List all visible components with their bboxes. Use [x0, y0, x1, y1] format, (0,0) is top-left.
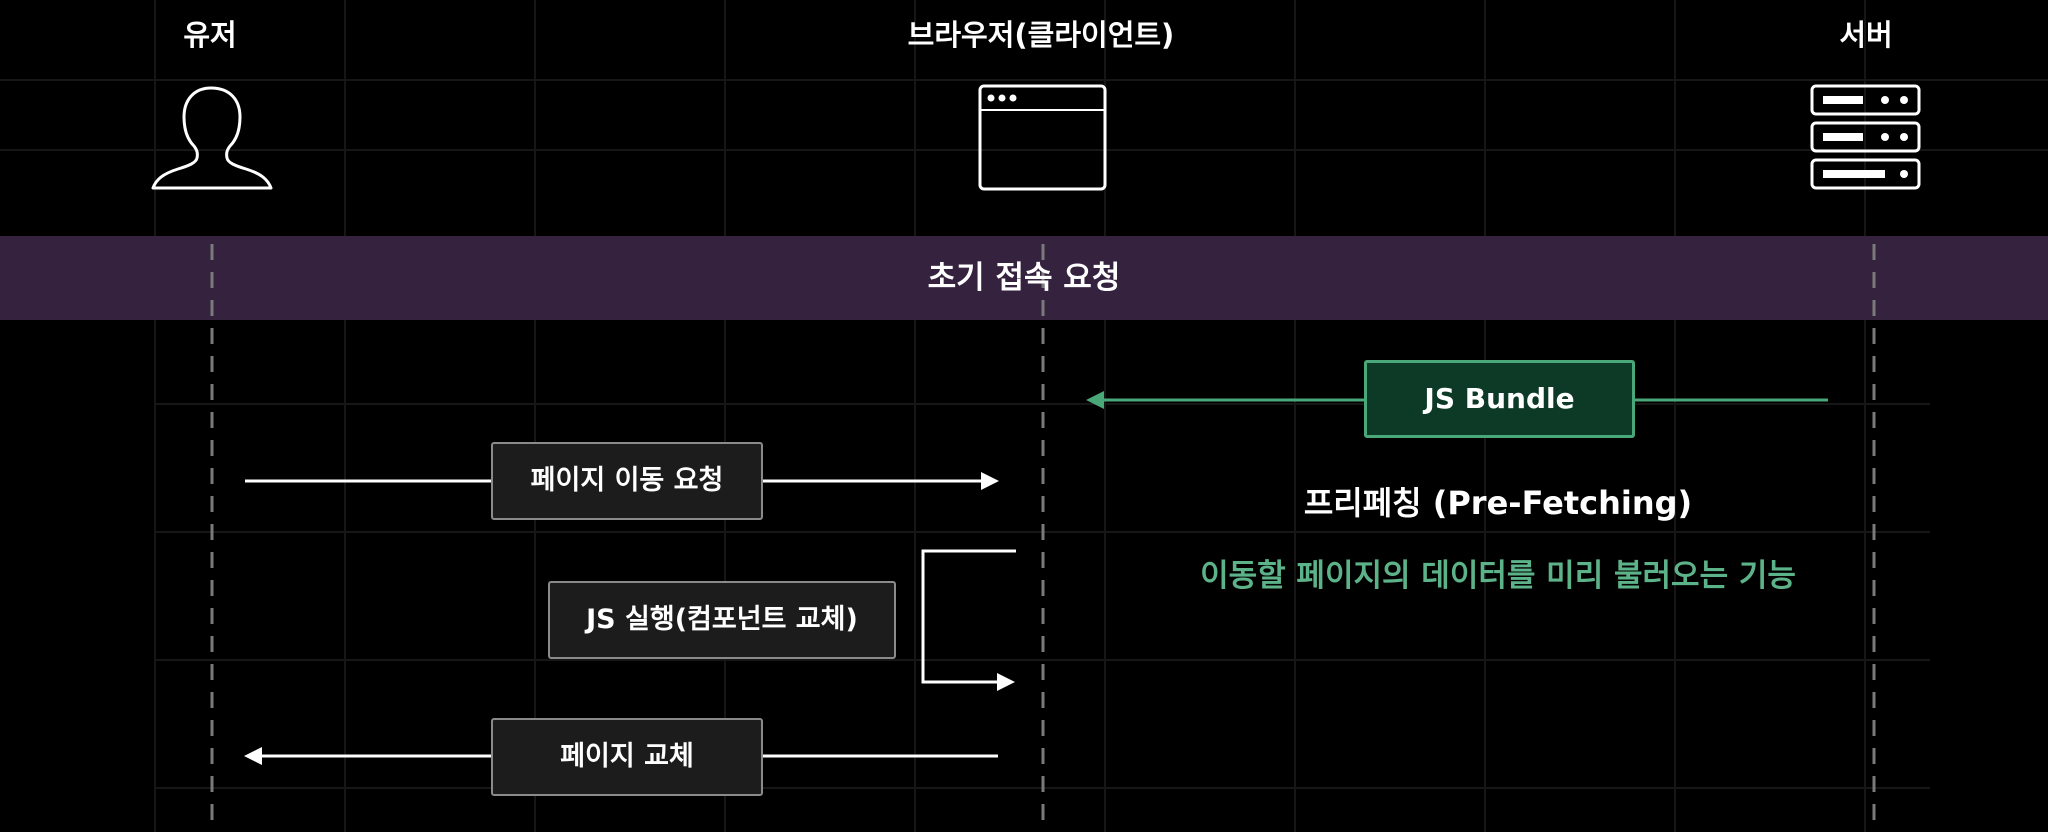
js-execute-box: JS 실행(컴포넌트 교체): [548, 581, 896, 659]
actor-user-label: 유저: [183, 18, 237, 52]
phase-band-fill: [0, 236, 2048, 320]
js-bundle-box: JS Bundle: [1364, 360, 1635, 438]
prefetch-description: 이동할 페이지의 데이터를 미리 불러오는 기능: [1200, 558, 1796, 594]
actor-browser-label: 브라우저(클라이언트): [907, 18, 1175, 52]
page-move-request-box: 페이지 이동 요청: [491, 442, 763, 520]
phase-band: 초기 접속 요청: [0, 236, 2048, 320]
phase-title: 초기 접속 요청: [927, 260, 1121, 296]
prefetch-title: 프리페칭 (Pre-Fetching): [1303, 484, 1693, 522]
page-replace-box: 페이지 교체: [491, 718, 763, 796]
js-execute-self-loop: [921, 549, 1016, 691]
browser-window-icon: [978, 84, 1107, 191]
lifelines: [210, 244, 1876, 832]
actor-server-label: 서버: [1839, 18, 1893, 52]
user-silhouette-icon: [151, 86, 273, 190]
server-rack-icon: [1810, 84, 1921, 190]
